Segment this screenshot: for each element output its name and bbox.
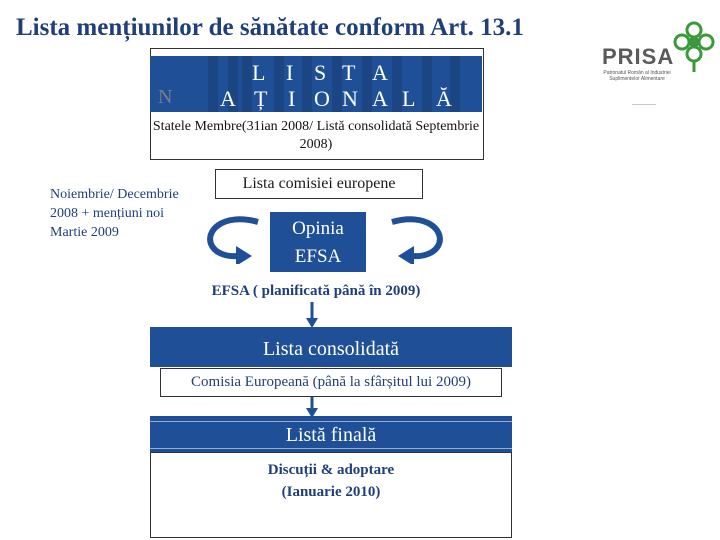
ghost-letter: N xyxy=(158,86,173,108)
banner-letter: I xyxy=(288,86,296,111)
prisa-logo xyxy=(673,21,715,72)
banner-stripe xyxy=(332,56,342,112)
banner-stripe xyxy=(422,56,432,112)
banner-letter: A xyxy=(220,86,236,111)
final-note-line1: Discuții & adoptare xyxy=(267,462,395,478)
consolidated-list-note: Comisia Europeană (până la sfârșitul lui… xyxy=(160,368,502,397)
banner-letter: N xyxy=(342,86,358,111)
logo-wordmark: PRISA xyxy=(602,44,675,69)
efsa-opinion-line2: EFSA xyxy=(294,246,342,267)
logo-subtitle: Patronatul Român al Industriei Supliment… xyxy=(603,70,671,82)
banner-letter: L xyxy=(252,60,266,85)
final-list-note: Discuții & adoptare (Ianuarie 2010) xyxy=(150,452,512,538)
efsa-planned-label: EFSA ( planificată până în 2009) xyxy=(211,283,421,299)
efsa-opinion-line1: Opinia xyxy=(292,218,344,239)
down-arrow-icon xyxy=(306,302,318,328)
banner-letter: O xyxy=(314,86,330,111)
timeline-note: Noiembrie/ Decembrie 2008 + mențiuni noi… xyxy=(50,187,179,240)
banner-letter: T xyxy=(342,60,356,85)
banner-letter: L xyxy=(402,86,416,111)
banner-stripe xyxy=(362,56,372,112)
banner-letter: Ț xyxy=(254,86,268,111)
cycle-arrow-left-icon xyxy=(207,216,259,264)
logo-divider xyxy=(632,104,656,105)
commission-list-box: Lista comisiei europene xyxy=(215,169,423,199)
banner-letter: S xyxy=(314,60,327,85)
banner-letter: A xyxy=(372,60,388,85)
final-list-bar xyxy=(150,416,512,452)
banner-stripe xyxy=(208,56,218,112)
national-list-caption: Statele Membre(31ian 2008/ Listă consoli… xyxy=(152,119,480,152)
banner-letter: Ă xyxy=(436,86,452,111)
banner-stripe xyxy=(392,56,402,112)
banner-stripe xyxy=(302,56,312,112)
slide-title: Lista mențiunilor de sănătate conform Ar… xyxy=(16,14,524,41)
banner-letter: I xyxy=(286,60,294,85)
national-list-banner: L I S T A A Ț I O N A L Ă xyxy=(150,56,482,112)
banner-stripe xyxy=(274,56,284,112)
final-note-line2: (Ianuarie 2010) xyxy=(281,484,381,500)
final-list-label: Listă finală xyxy=(150,421,512,449)
cycle-arrow-right-icon xyxy=(391,216,443,264)
banner-letter: A xyxy=(372,86,388,111)
consolidated-list-bar: Lista consolidată xyxy=(150,327,512,367)
banner-stripe xyxy=(242,56,252,112)
efsa-opinion-box: Opinia EFSA xyxy=(270,212,366,272)
banner-stripe xyxy=(228,56,238,112)
banner-stripe xyxy=(450,56,460,112)
